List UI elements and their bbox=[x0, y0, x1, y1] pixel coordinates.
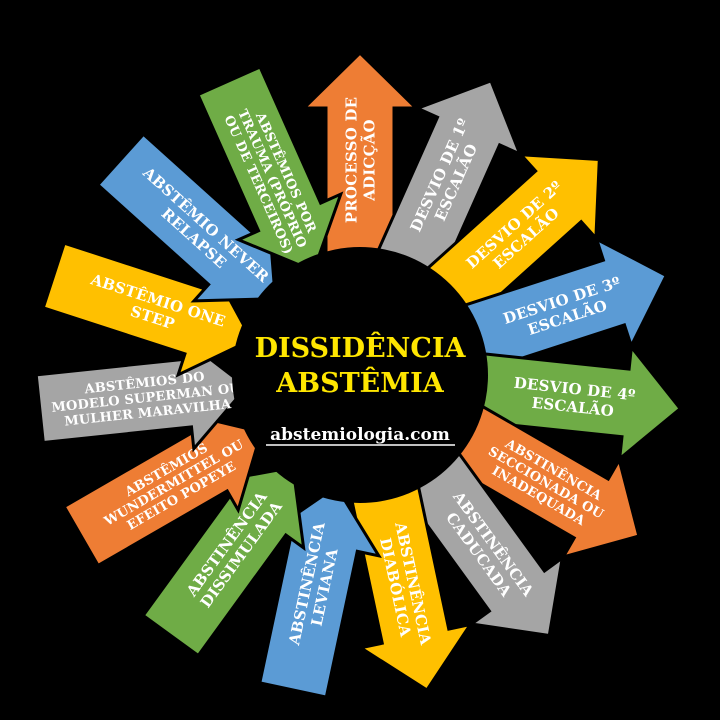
arrow-label-line: ADICÇÃO bbox=[360, 119, 379, 202]
arrow-shape-abstemio-one-step bbox=[41, 241, 254, 378]
center-title-line2: ABSTÊMIA bbox=[275, 366, 444, 399]
arrow-label-line: PROCESSO DE bbox=[343, 97, 361, 223]
center-disc bbox=[232, 247, 488, 503]
center-url-link[interactable]: abstemiologia.com bbox=[270, 425, 450, 445]
arrow-shape-abstemios-wundermittel bbox=[62, 410, 264, 568]
arrow-shape-abstemio-never-relapse bbox=[95, 132, 277, 303]
arrow-shape-abstinencia-leviana bbox=[258, 484, 382, 699]
arrow-shape-abstinencia-dissimulada bbox=[141, 465, 306, 658]
arrow-shape-abstemios-por-trauma bbox=[195, 65, 344, 273]
center-title-line1: DISSIDÊNCIA bbox=[255, 331, 467, 364]
